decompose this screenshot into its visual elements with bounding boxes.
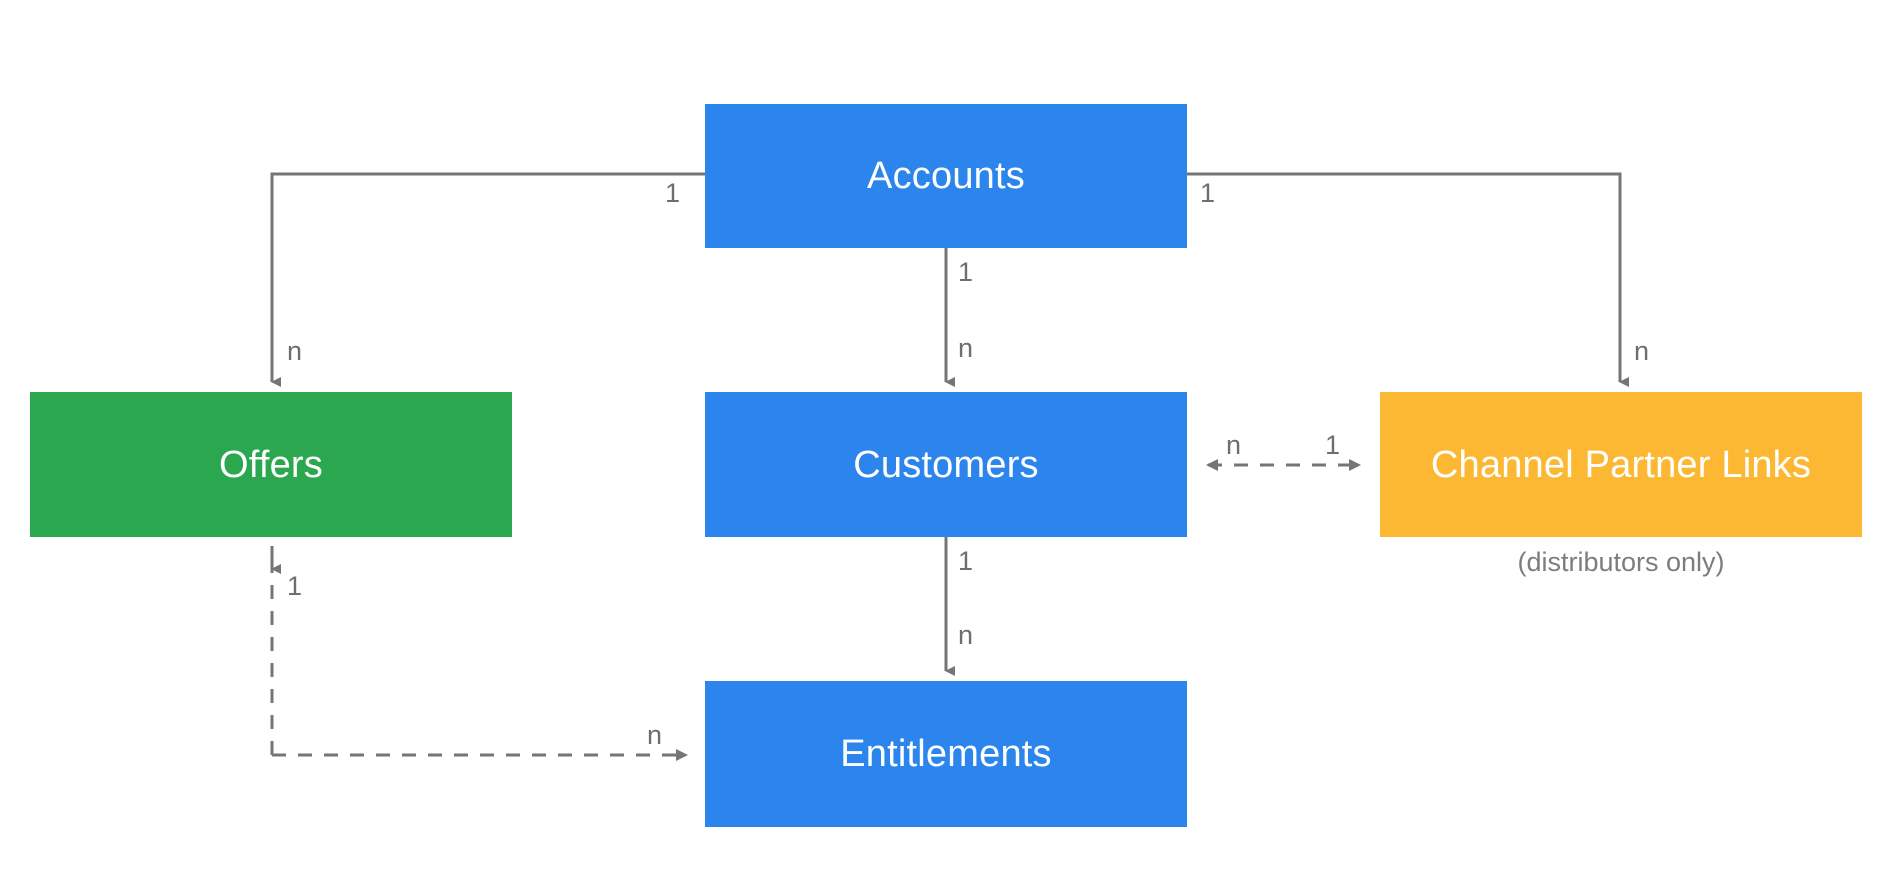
edge-offers-to-entitlements [270,546,688,761]
node-accounts[interactable]: Accounts [705,104,1187,248]
edge-label-offers-entitlements-one: 1 [287,571,303,601]
node-offers[interactable]: Offers [30,392,512,537]
edge-accounts-to-channel-partner-links [1187,172,1629,387]
node-customers-label: Customers [853,443,1039,486]
edge-label-accounts-cpl-one: 1 [1200,178,1216,208]
node-customers[interactable]: Customers [705,392,1187,537]
edge-accounts-to-offers [270,172,705,387]
node-entitlements[interactable]: Entitlements [705,681,1187,827]
channel-partner-links-caption: (distributors only) [1517,547,1725,577]
edge-label-accounts-customers-one: 1 [958,257,974,287]
node-entitlements-label: Entitlements [840,733,1052,775]
node-channel-partner-links-label: Channel Partner Links [1430,443,1812,486]
node-channel-partner-links[interactable]: Channel Partner Links [1380,392,1862,537]
edge-label-accounts-cpl-many: n [1634,336,1650,366]
edge-label-customers-entitlements-many: n [958,620,974,650]
edge-label-customers-entitlements-one: 1 [958,546,974,576]
edge-label-accounts-offers-one: 1 [665,178,681,208]
edge-label-offers-entitlements-many: n [647,720,663,750]
edge-label-accounts-customers-many: n [958,333,974,363]
edge-label-accounts-offers-many: n [287,336,303,366]
node-accounts-label: Accounts [867,155,1025,197]
edge-label-customers-cpl-one: 1 [1325,430,1341,460]
node-offers-label: Offers [219,443,323,486]
edge-label-customers-cpl-many: n [1226,430,1242,460]
